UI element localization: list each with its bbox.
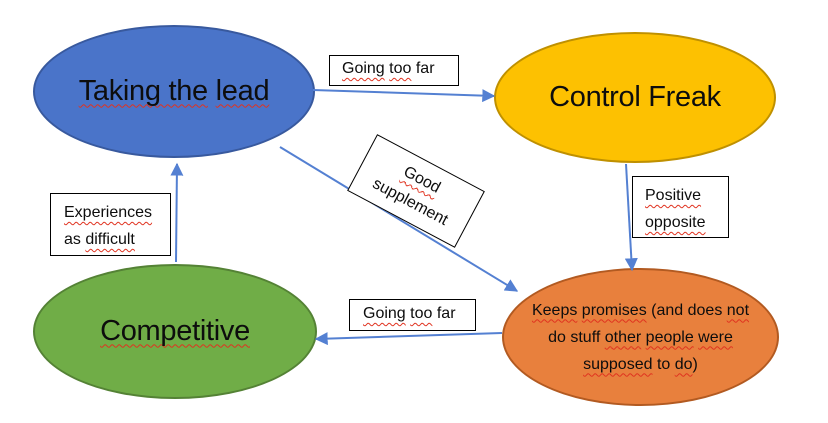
text-run: too bbox=[389, 60, 412, 77]
text-run: lead bbox=[215, 74, 270, 107]
text-run: to bbox=[652, 355, 675, 373]
text-run: promises bbox=[581, 301, 647, 319]
label-positive-opposite: Positive opposite bbox=[632, 176, 729, 238]
label-going-too-far-bottom: Going too far bbox=[349, 299, 476, 331]
arrow-taking-lead-to-control-freak bbox=[312, 89, 496, 103]
text-run: supposed bbox=[583, 355, 653, 373]
keeps-promises-line-3: supposed to do) bbox=[532, 351, 749, 378]
label-going-too-far-top: Going too far bbox=[329, 55, 459, 86]
node-competitive-label: Competitive bbox=[100, 314, 250, 348]
text-run: opposite bbox=[645, 214, 706, 231]
text-run: Competitive bbox=[100, 314, 250, 347]
node-competitive: Competitive bbox=[33, 264, 317, 399]
keeps-promises-line-2: do stuff other people were bbox=[532, 324, 749, 351]
text-run: Positive bbox=[645, 187, 702, 204]
arrow-competitive-to-taking-lead bbox=[170, 162, 184, 263]
text-run: not bbox=[726, 301, 750, 319]
text-run: Keeps bbox=[531, 301, 578, 319]
text-run: Taking the bbox=[78, 74, 209, 107]
label-good-supplement: Good supplement bbox=[347, 134, 485, 248]
text-run: Going bbox=[363, 305, 406, 322]
experiences-line-2: as difficult bbox=[64, 226, 170, 253]
text-run: too bbox=[410, 305, 433, 322]
text-run: were bbox=[698, 328, 733, 346]
text-run: do stuff bbox=[548, 328, 605, 346]
text-run: other bbox=[604, 328, 642, 346]
text-run: do bbox=[674, 355, 693, 373]
text-run: Experiences bbox=[64, 204, 153, 221]
label-experiences-as-difficult: Experiences as difficult bbox=[50, 193, 171, 256]
node-control-freak: Control Freak bbox=[494, 32, 776, 163]
text-run: difficult bbox=[85, 231, 135, 248]
node-keeps-promises: Keeps promises (and does not do stuff ot… bbox=[502, 268, 779, 406]
node-keeps-promises-label: Keeps promises (and does not do stuff ot… bbox=[532, 297, 749, 378]
node-taking-the-lead-label: Taking the lead bbox=[78, 74, 270, 108]
positive-opposite-line-1: Positive bbox=[645, 182, 728, 209]
text-run: ) bbox=[692, 355, 698, 373]
experiences-line-1: Experiences bbox=[64, 199, 170, 226]
positive-opposite-line-2: opposite bbox=[645, 209, 728, 236]
text-run: Control Freak bbox=[549, 80, 721, 113]
text-run: as bbox=[64, 231, 86, 248]
text-run: far bbox=[411, 60, 435, 77]
text-run bbox=[208, 75, 216, 107]
node-taking-the-lead: Taking the lead bbox=[33, 25, 315, 158]
node-control-freak-label: Control Freak bbox=[549, 80, 721, 114]
text-run: Going bbox=[342, 60, 385, 77]
keeps-promises-line-1: Keeps promises (and does not bbox=[532, 297, 749, 324]
arrow-keeps-promises-to-competitive bbox=[314, 332, 503, 346]
text-run: people bbox=[645, 328, 694, 346]
text-run: far bbox=[432, 305, 456, 322]
text-run: (and does bbox=[646, 301, 727, 319]
